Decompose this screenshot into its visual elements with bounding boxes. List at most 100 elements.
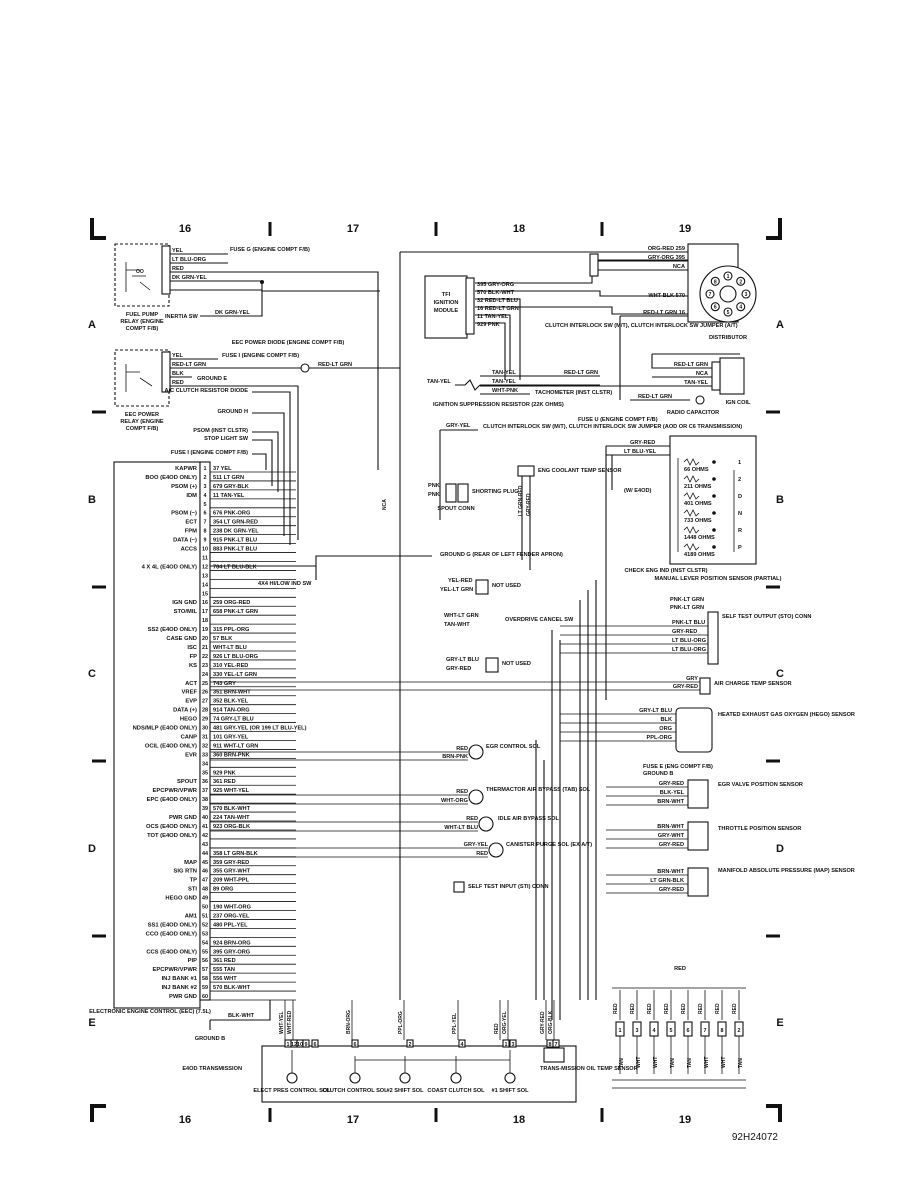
shorting-plug-label: SHORTING PLUG [472, 489, 519, 495]
eec-pin-wire: 361 RED [213, 779, 236, 785]
tps-wire: BRN-WHT [657, 824, 684, 830]
gry-red-mlps: GRY-RED [630, 440, 655, 446]
eec-pin-wire: 238 DK GRN-YEL [213, 529, 259, 535]
eec-pin-wire: 354 LT GRN-RED [213, 520, 258, 526]
injector-feed: RED [681, 1003, 687, 1014]
trans-pin: 4 [461, 1042, 464, 1048]
injector-wire: WHT [721, 1057, 727, 1068]
overdrive-label: OVERDRIVE CANCEL SW [505, 617, 574, 623]
injector-feed: RED [698, 1003, 704, 1014]
eec-pin-number: 16 [202, 600, 208, 606]
egr-control-label: EGR CONTROL SOL [486, 744, 541, 750]
grid-row-e: E [88, 1017, 95, 1029]
eec-pin-number: 59 [202, 985, 208, 991]
trans-pin-box [502, 1039, 510, 1048]
eec-pin-function: INJ BANK #1 [162, 976, 198, 982]
eec-pin-wire: 360 BRN-PNK [213, 752, 250, 758]
coast-clutch-label: COAST CLUTCH SOL [427, 1088, 485, 1094]
ac-clutch-label: A/C CLUTCH RESISTOR DIODE [165, 388, 249, 394]
eec-pin-wire: 481 GRY-YEL (OR 199 LT BLU-YEL) [213, 726, 307, 732]
eec-pin-number: 53 [202, 931, 208, 937]
lt-grn-red: LT GRN-RED [518, 485, 524, 516]
pnk1: PNK [428, 483, 440, 489]
injector-number: 8 [721, 1028, 724, 1034]
grid-row-a-r: A [776, 319, 784, 331]
pnk-lt-grn: PNK-LT GRN [670, 597, 704, 603]
trans-pin-box [311, 1039, 319, 1048]
eec-pin-wire: 37 YEL [213, 466, 232, 472]
eec-wire-red-lt-grn-2: RED-LT GRN [318, 362, 352, 368]
svg-text:EEC POWER: EEC POWER [125, 412, 159, 418]
eec-pin-number: 42 [202, 833, 208, 839]
eec-pin-wire: 352 BLK-YEL [213, 699, 249, 705]
trans-pin: 7 [555, 1042, 558, 1048]
eec-pin-wire: 259 ORG-RED [213, 600, 250, 606]
grid-col-17: 17 [347, 223, 359, 235]
distributor-terminal [710, 276, 720, 286]
eec-pin-function: PSOM (−) [171, 511, 197, 517]
svg-text:MODULE: MODULE [434, 308, 459, 314]
tps-wire: GRY-WHT [658, 833, 685, 839]
pnk-lt-grn-b: PNK-LT GRN [670, 605, 704, 611]
shift2-label: #2 SHIFT SOL [387, 1088, 425, 1094]
trans-wire: PPL-YEL [452, 1013, 458, 1034]
eec-pin-function: PWR GND [169, 994, 197, 1000]
fuse-i-2-label: FUSE I (ENGINE COMPT F/B) [171, 450, 248, 456]
svg-text:TFI: TFI [442, 292, 451, 298]
injector-number: 7 [704, 1028, 707, 1034]
eec-wire-red: RED [172, 380, 184, 386]
eec-pin-wire: 923 ORG-BLK [213, 824, 250, 830]
eec-pin-number: 26 [202, 690, 208, 696]
eec-pin-wire: 330 YEL-LT GRN [213, 672, 257, 678]
eec-pin-function: CCS (E4OD ONLY) [146, 949, 197, 955]
wht-lt-grn: WHT-LT GRN [444, 613, 479, 619]
tfi-wire: 929 PNK [477, 322, 500, 328]
position-label: N [738, 511, 742, 517]
eec-pin-wire: 924 BRN-ORG [213, 940, 251, 946]
yel-red: YEL-RED [448, 578, 473, 584]
eec-pin-number: 17 [202, 609, 208, 615]
elect-pres-label: ELECT PRES CONTROL SOL [253, 1088, 331, 1094]
trans-pin: 12 [291, 1042, 297, 1048]
grid-row-b: B [88, 494, 96, 506]
egr-valve-wire: BRN-WHT [657, 799, 684, 805]
eec-pin-number: 28 [202, 708, 208, 714]
dist-wire-2: GRY-ORG 395 [648, 255, 685, 261]
eec-pin-function: AM1 [185, 913, 198, 919]
injector-wire: WHT [636, 1057, 642, 1068]
eec-pin-number: 51 [202, 913, 208, 919]
hego-label: HEATED EXHAUST GAS OXYGEN (HEGO) SENSOR [718, 712, 855, 718]
trans-pin: 8 [549, 1042, 552, 1048]
eec-pin-number: 25 [202, 681, 208, 687]
injector-feed: RED [715, 1003, 721, 1014]
eec-pin-wire: 556 WHT [213, 976, 237, 982]
eec-pin-number: 32 [202, 743, 208, 749]
fuel-pump-relay-label-1: FUEL PUMP [126, 312, 158, 318]
eng-coolant-label: ENG COOLANT TEMP SENSOR [538, 468, 622, 474]
map-wire: GRY-RED [659, 887, 684, 893]
eec-pin-function: BOO (E4OD ONLY) [145, 475, 197, 481]
trans-pin: 1 [505, 1042, 508, 1048]
eec-pin-function: ACT [185, 681, 197, 687]
dist-wire-5: RED-LT GRN 16 [643, 310, 685, 316]
clutch-interlock-2: CLUTCH INTERLOCK SW (M/T), CLUTCH INTERL… [483, 424, 742, 430]
eec-pin-number: 56 [202, 958, 208, 964]
distributor-terminal [723, 307, 733, 317]
trans-wire: GRY-RED [540, 1011, 546, 1034]
eec-pin-number: 48 [202, 887, 208, 893]
position-label: 1 [738, 460, 741, 466]
eec-pin-wire: WHT-LT BLU [213, 645, 247, 651]
eec-wire-blk: BLK [172, 371, 184, 377]
clutch-interlock-1: CLUTCH INTERLOCK SW (M/T), CLUTCH INTERL… [545, 323, 738, 329]
injector-number: 3 [636, 1028, 639, 1034]
eec-pin-function: MAP [184, 860, 197, 866]
injector-bank: RED1TANRED3WHTRED4WHTRED5TANRED6TANRED7W… [612, 987, 746, 1089]
distributor-terminal [736, 276, 746, 286]
eec-pin-number: 30 [202, 726, 208, 732]
ground-e-label: GROUND E [197, 376, 227, 382]
trans-pin: 6 [354, 1042, 357, 1048]
eec-pin-wire: 358 LT GRN-BLK [213, 851, 258, 857]
eec-pin-function: PSOM (+) [171, 484, 197, 490]
